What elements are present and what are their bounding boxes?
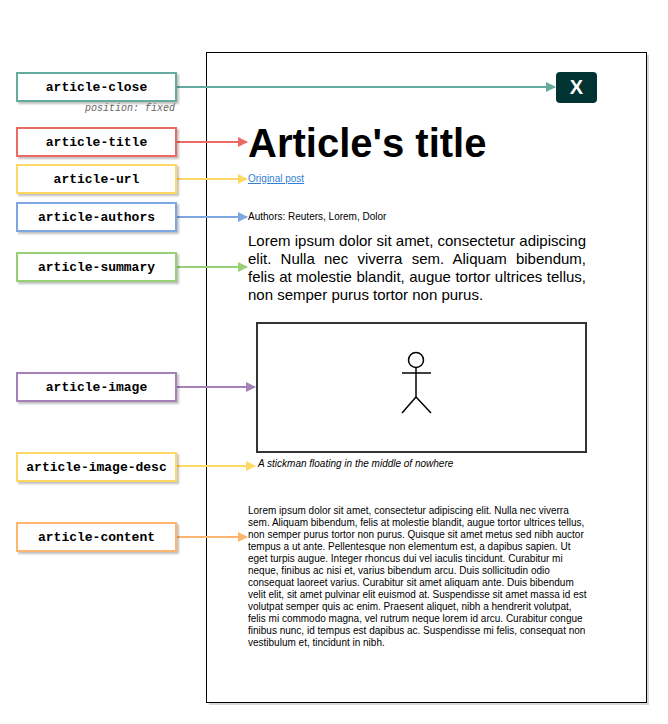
stickman-symbol [402,353,431,414]
tag-box: article-content [16,522,177,552]
node-text: Lorem ipsum dolor sit amet, consectetur … [248,232,586,304]
tag-box: article-summary [16,252,177,282]
node-text: article-summary [38,260,155,275]
node-text: Article's title [248,121,628,165]
leader-arrow [177,386,255,388]
image-caption: A stickman floating in the middle of now… [256,453,587,469]
node-text: Authors: Reuters, Lorem, Dolor [248,211,386,223]
node-text: article-url [54,172,140,187]
node-text: article-close [46,80,147,95]
node-text: Original post [248,173,304,185]
summary-block: Lorem ipsum dolor sit amet, consectetur … [248,232,586,304]
node-text: article-authors [38,210,155,225]
leader-arrow [177,178,247,180]
tag-box: article-url [16,164,177,194]
image-frame [256,322,587,453]
node-text: article-title [46,135,147,150]
note-label: position: fixed [85,103,175,114]
content-block: Lorem ipsum dolor sit amet, consectetur … [248,505,590,649]
tag-box: article-image-desc [16,452,177,482]
author-line: Authors: Reuters, Lorem, Dolor [248,211,386,223]
close-button: X [556,72,597,103]
leader-arrow [177,86,555,88]
stickman-figure [258,324,585,451]
leader-arrow [177,465,255,467]
node-text: article-content [38,530,155,545]
source-link: Original post [248,173,304,185]
article-heading: Article's title [248,121,628,165]
leader-arrow [177,536,247,538]
page-outline [207,53,647,703]
image-figure: A stickman floating in the middle of now… [256,322,587,469]
node-text: article-image [46,380,147,395]
tag-box: article-close [16,72,177,102]
leader-arrow [177,141,247,143]
tag-box: article-image [16,372,177,402]
node-text: article-image-desc [26,460,166,475]
node-text: X [570,76,583,99]
leader-arrow [177,216,247,218]
leader-arrow [177,266,247,268]
tag-box: article-authors [16,202,177,232]
tag-box: article-title [16,127,177,157]
node-text: Lorem ipsum dolor sit amet, consectetur … [248,505,590,649]
